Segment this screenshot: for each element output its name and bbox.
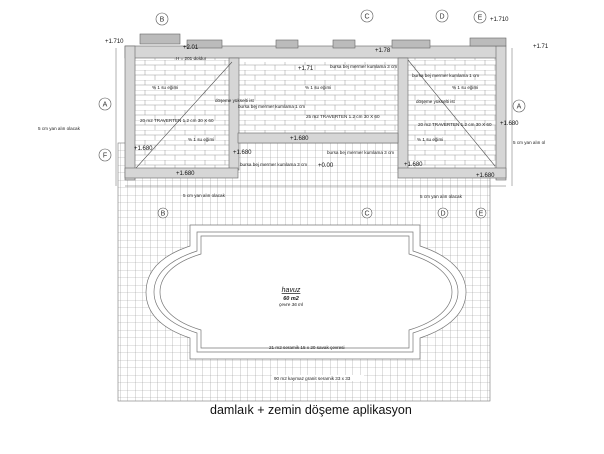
note-traverten: 20 m2 TRAVERTEN 1.2 cm 30 X 60 bbox=[418, 122, 492, 127]
note-slope: % 1 su eğimi bbox=[452, 85, 478, 90]
elevation: +1.680 bbox=[476, 173, 495, 179]
elevation: +1.680 bbox=[404, 162, 423, 168]
pool-border-note: 21 m2 seramik 15 x 20 savak çevresi bbox=[269, 345, 345, 350]
pool bbox=[145, 224, 467, 360]
axis-left-f: F bbox=[103, 153, 107, 160]
note-slope: % 1 su eğimi bbox=[188, 137, 214, 142]
elevation: +1.71 bbox=[533, 44, 549, 50]
note-traverten: 25 m2 TRAVERTEN 1.2 cm 30 X 60 bbox=[306, 114, 380, 119]
elevation: +1.680 bbox=[233, 150, 252, 156]
note-bursa: bursa bej mermer kumlama 1 cm bbox=[238, 104, 305, 109]
note-slope: % 1 su eğimi bbox=[305, 85, 331, 90]
note-slope: % 1 su eğimi bbox=[417, 137, 443, 142]
note-bursa: bursa bej mermer kumlama 3 cm bbox=[330, 64, 397, 69]
note-h-dolu: H = 201 doldur bbox=[176, 56, 207, 61]
elevation: +1.78 bbox=[375, 48, 391, 54]
axis-right-a: A bbox=[517, 104, 522, 111]
left-terrace bbox=[134, 58, 232, 170]
deck-note: 90 m2 kaymaz granit seramik 33 x 33 bbox=[274, 376, 351, 381]
drawing-title: damlaık + zemin döşeme aplikasyon bbox=[210, 403, 412, 417]
elevation: +0.00 bbox=[318, 163, 334, 169]
axis-bottom-e: E bbox=[479, 211, 484, 218]
note-yan-alin: 5 cm yan alın olacak bbox=[38, 126, 81, 131]
note-yan-alin: 5 cm yan alın olacak bbox=[183, 193, 226, 198]
axis-top-d: D bbox=[439, 14, 444, 21]
note-bursa: bursa bej mermer kumlama 3 cm bbox=[327, 150, 394, 155]
elevation: +1.680 bbox=[134, 146, 153, 152]
elevation: +1.680 bbox=[176, 171, 195, 177]
axis-top-e: E bbox=[478, 15, 483, 22]
axis-bottom-b: B bbox=[161, 211, 166, 218]
elevation: +1.680 bbox=[500, 121, 519, 127]
elevation: +1.680 bbox=[290, 136, 309, 142]
middle-terrace bbox=[238, 62, 400, 134]
note-doseme: döşeme yükselti ist bbox=[215, 98, 255, 103]
axis-bottom-c: C bbox=[364, 211, 369, 218]
note-bursa: bursa bej mermer kumlama 1 cm bbox=[412, 73, 479, 78]
axis-markers bbox=[98, 9, 526, 219]
pool-name: havuz bbox=[282, 287, 301, 294]
elevation: +1.710 bbox=[490, 17, 509, 23]
note-slope: % 1 su eğimi bbox=[152, 85, 178, 90]
axis-top-b: B bbox=[160, 17, 165, 24]
note-yan-alin: 5 cm yan alın ol bbox=[513, 140, 545, 145]
note-traverten: 20 m2 TRAVERTEN 1.2 cm 30 X 60 bbox=[140, 118, 214, 123]
note-doseme: döşeme yükselti ist bbox=[416, 99, 456, 104]
elevation-marks: +1.710 +2.01 +1.71 +1.78 +1.710 +1.71 +1… bbox=[105, 17, 549, 179]
elevation: +1.710 bbox=[105, 39, 124, 45]
note-yan-alin: 5 cm yan alın olacak bbox=[420, 194, 463, 199]
elevation: +2.01 bbox=[183, 45, 199, 51]
axis-bottom-d: D bbox=[440, 211, 445, 218]
note-bursa: bursa bej mermer kumlama 3 cm bbox=[240, 162, 307, 167]
elevation: +1.71 bbox=[298, 66, 314, 72]
axis-top-c: C bbox=[364, 14, 369, 21]
pool-perimeter: çevre 36 ml bbox=[279, 302, 304, 307]
axis-left-a: A bbox=[103, 102, 108, 109]
pool-area: 60 m2 bbox=[283, 296, 299, 302]
walls bbox=[124, 33, 507, 181]
